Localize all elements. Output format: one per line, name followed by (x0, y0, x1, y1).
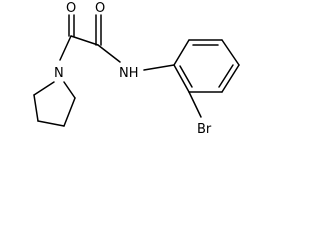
atom-label-o-left: O (66, 1, 76, 16)
bond-benz-4-inner (218, 64, 234, 88)
atom-label-br: Br (197, 122, 212, 137)
bond-benz-4 (221, 64, 240, 93)
bond-c-br (188, 91, 202, 118)
atom-label-n-ring: N (54, 66, 64, 81)
bond-benz-6 (173, 64, 190, 93)
bond-ring-c3-c4 (63, 97, 76, 127)
bond-ring-c2-c3 (37, 120, 65, 127)
bond-nh-aryl (143, 64, 175, 71)
bond-ring-n-c1 (33, 81, 55, 96)
atom-label-nh: NH (119, 66, 139, 81)
bond-c-n-ring (59, 35, 72, 61)
bond-benz-6-inner (179, 65, 193, 88)
bond-ring-c4-n (63, 81, 76, 99)
bond-benz-3 (221, 39, 240, 66)
bond-c-c (70, 35, 99, 46)
atom-label-o-right: O (95, 1, 105, 16)
molecule-diagram: O O N NH Br (33, 1, 240, 137)
bond-ring-c1-c2 (33, 94, 39, 122)
bond-benz-1 (173, 39, 190, 66)
bond-c-nh (97, 44, 121, 63)
